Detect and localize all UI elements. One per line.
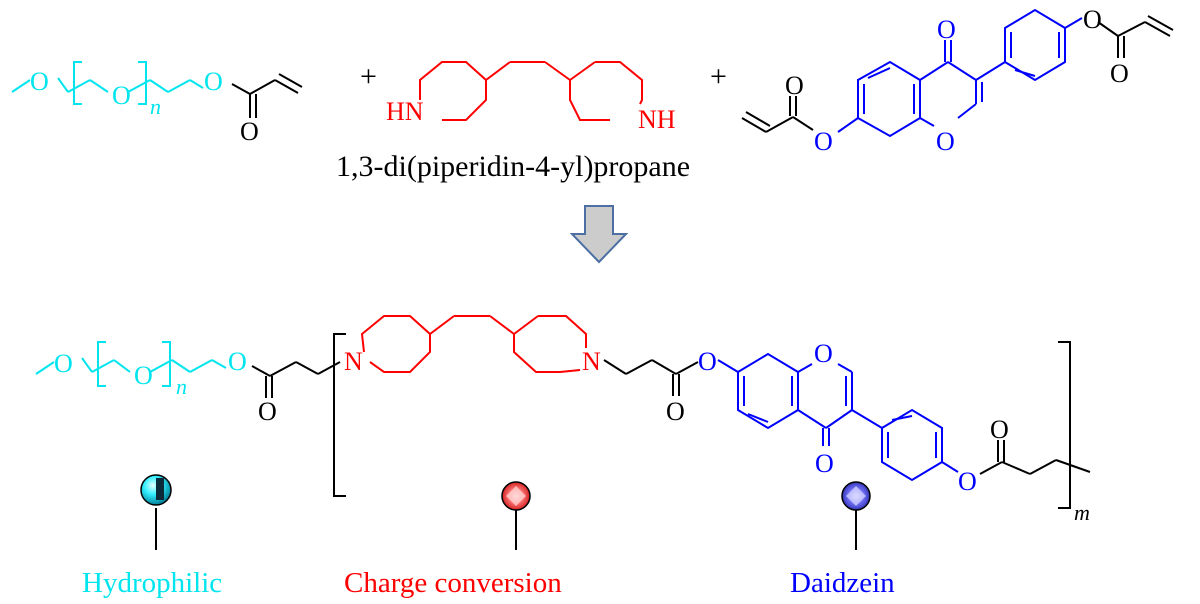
poly-dz-ester-oxygen: O [698,347,717,376]
poly-dz-right-ester-oxygen: O [958,467,977,496]
dz-ring-oxygen: O [936,127,955,156]
polymer-product [35,315,1091,509]
plus-sign-2: + [710,60,727,93]
amine-nh: NH [638,105,676,134]
poly-peg-oxygen-1: O [54,349,73,378]
polymer-repeat-m: m [1074,500,1090,525]
poly-dz-ring-oxygen: O [814,339,833,368]
peg-carbonyl-oxygen: O [240,117,259,146]
blue-pin-icon [841,481,871,550]
poly-peg-carbonyl-oxygen: O [258,397,277,426]
poly-right-nitrogen: N [582,347,601,376]
legend-charge-conversion: Charge conversion [344,567,562,599]
dz-left-carbonyl-oxygen: O [785,71,804,100]
bis-piperidine-reactant [419,61,643,121]
plus-sign-1: + [360,60,377,93]
peg-oxygen-1: O [30,67,49,96]
down-arrow-icon [569,205,629,264]
amine-name-label: 1,3-di(piperidin-4-yl)propane [336,150,690,183]
peg-oxygen-2: O [112,81,131,110]
peg-repeat-n: n [150,94,161,119]
poly-dz-ketone-oxygen: O [815,449,834,478]
dz-ketone-oxygen: O [937,15,956,44]
amine-hn: HN [386,97,424,126]
dz-right-ester-oxygen: O [1083,5,1102,34]
poly-mid-carbonyl-oxygen: O [666,397,685,426]
daidzein-diacrylate-reactant [741,8,1174,138]
poly-end-carbonyl-oxygen: O [990,415,1009,444]
dz-right-carbonyl-oxygen: O [1110,59,1129,88]
cyan-pin-icon [140,474,172,550]
poly-peg-ester-oxygen: O [228,347,247,376]
poly-left-nitrogen: N [344,347,363,376]
peg-ester-oxygen: O [204,67,223,96]
red-pin-icon [501,481,531,550]
legend-hydrophilic: Hydrophilic [82,567,222,599]
poly-peg-repeat-n: n [176,374,187,399]
dz-left-ester-oxygen: O [814,127,833,156]
peg-acrylate-reactant [11,61,303,118]
poly-peg-oxygen-2: O [134,361,153,390]
legend-daidzein: Daidzein [790,567,895,599]
